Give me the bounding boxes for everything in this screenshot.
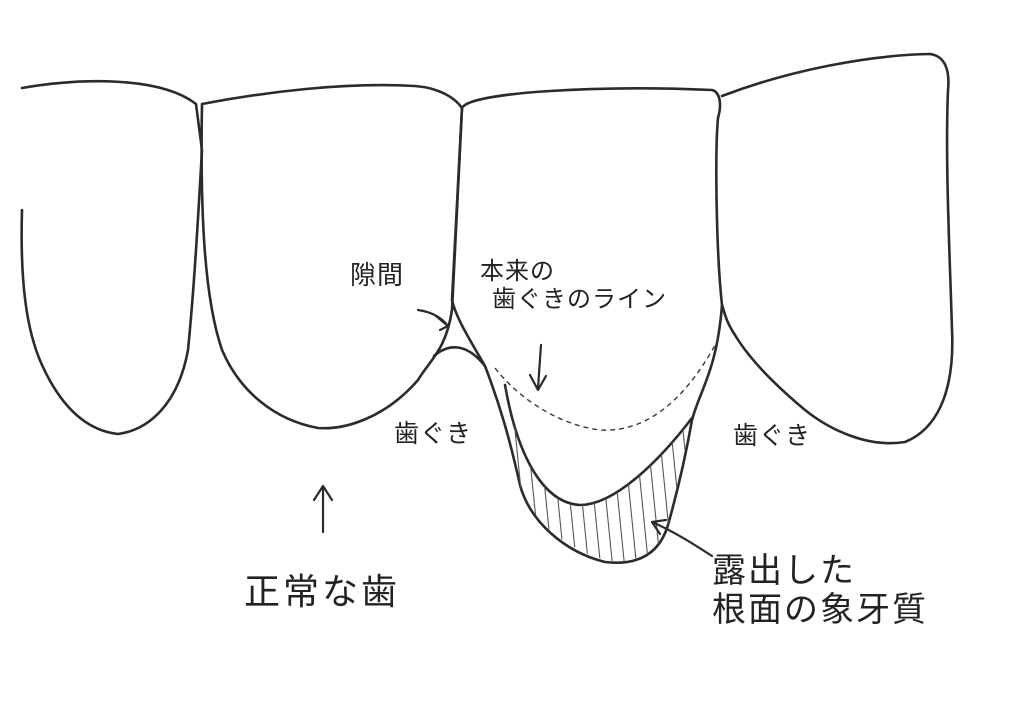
receded-tooth-outline [450,87,724,564]
label-original-gumline-line1: 本来の [480,257,555,285]
label-exposed-dentin: 露出した 根面の象牙質 [712,551,928,631]
normal-tooth-outline [200,83,464,430]
exposed-dentin-arrow [650,518,714,558]
label-gap: 隙間 [350,261,405,291]
label-exposed-dentin-line2: 根面の象牙質 [712,590,928,631]
label-original-gumline: 本来の 歯ぐきのライン [480,257,667,313]
crown-boundary-line [503,383,694,507]
label-normal-tooth: 正常な歯 [244,572,401,613]
gap-arrow [416,308,450,332]
tooth-right-outline [720,52,954,445]
label-gum-left: 歯ぐき [394,419,473,448]
tooth-far-left-outline [20,79,204,436]
gumline-gap [432,346,487,368]
original-gumline-arrow [528,343,548,392]
label-exposed-dentin-line1: 露出した [712,551,856,591]
normal-tooth-arrow [312,484,334,534]
original-gumline-dashed [494,339,719,431]
label-gum-right: 歯ぐき [733,421,812,450]
label-original-gumline-line2: 歯ぐきのライン [492,284,667,313]
